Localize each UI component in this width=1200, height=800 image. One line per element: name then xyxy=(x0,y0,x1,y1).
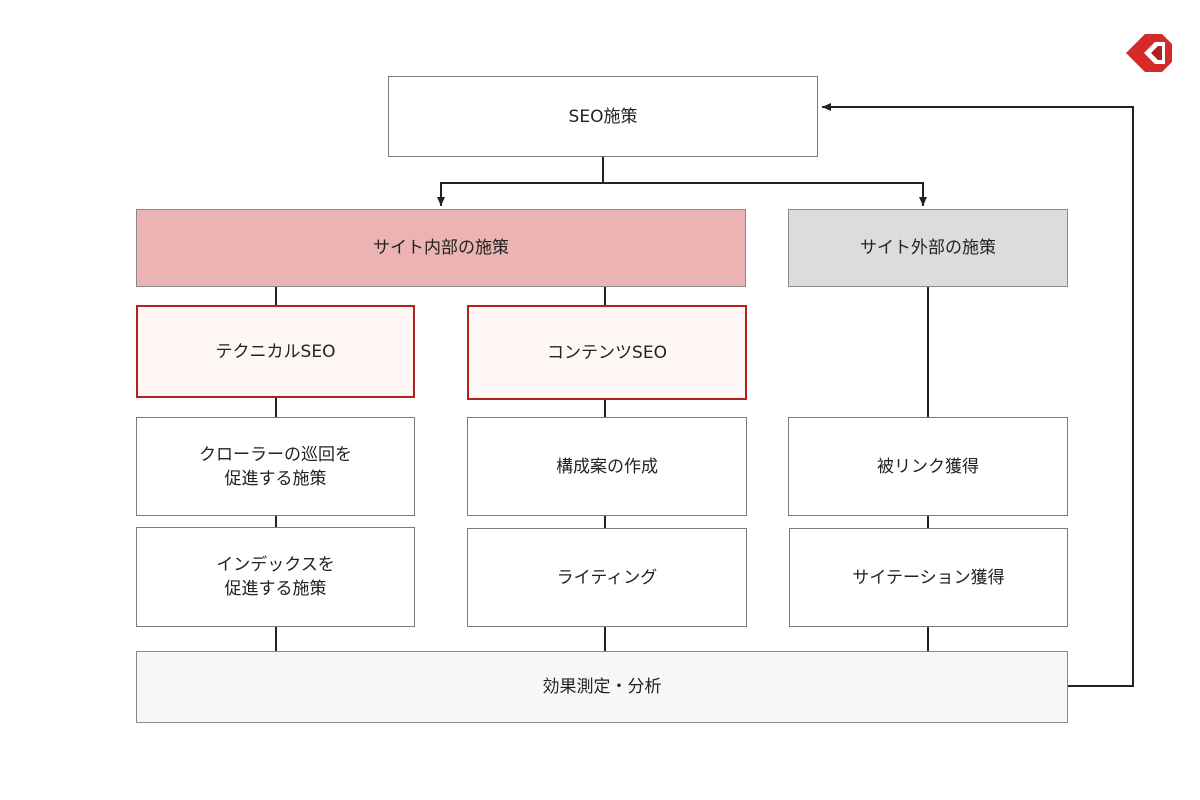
root-to-external-arrow xyxy=(603,182,927,206)
root-seo-box: SEO施策 xyxy=(388,76,818,157)
external-measures-box: サイト外部の施策 xyxy=(788,209,1068,287)
measurement-analysis-box: 効果測定・分析 xyxy=(136,651,1068,723)
root-to-internal-arrow xyxy=(437,182,603,206)
citations-label: サイテーション獲得 xyxy=(852,567,1005,588)
content-seo-box: コンテンツSEO xyxy=(467,305,747,400)
internal-measures-label: サイト内部の施策 xyxy=(373,238,509,258)
root-seo-label: SEO施策 xyxy=(568,106,638,127)
content-seo-label: コンテンツSEO xyxy=(547,342,667,363)
structure-plan-box: 構成案の作成 xyxy=(467,417,747,516)
technical-seo-box: テクニカルSEO xyxy=(136,305,415,398)
measurement-analysis-label: 効果測定・分析 xyxy=(542,677,662,697)
crawl-promotion-label: クローラーの巡回を 促進する施策 xyxy=(199,444,352,489)
structure-plan-label: 構成案の作成 xyxy=(556,456,658,477)
feedback-loop-arrow xyxy=(822,103,1134,687)
citations-box: サイテーション獲得 xyxy=(789,528,1068,627)
external-measures-label: サイト外部の施策 xyxy=(860,238,996,258)
internal-measures-box: サイト内部の施策 xyxy=(136,209,746,287)
backlinks-box: 被リンク獲得 xyxy=(788,417,1068,516)
backlinks-label: 被リンク獲得 xyxy=(877,456,979,477)
writing-box: ライティング xyxy=(467,528,747,627)
writing-label: ライティング xyxy=(556,567,658,588)
index-promotion-label: インデックスを 促進する施策 xyxy=(216,555,335,599)
crawl-promotion-box: クローラーの巡回を 促進する施策 xyxy=(136,417,415,516)
brand-logo-icon xyxy=(1126,34,1172,72)
index-promotion-box: インデックスを 促進する施策 xyxy=(136,527,415,627)
technical-seo-label: テクニカルSEO xyxy=(215,341,336,362)
